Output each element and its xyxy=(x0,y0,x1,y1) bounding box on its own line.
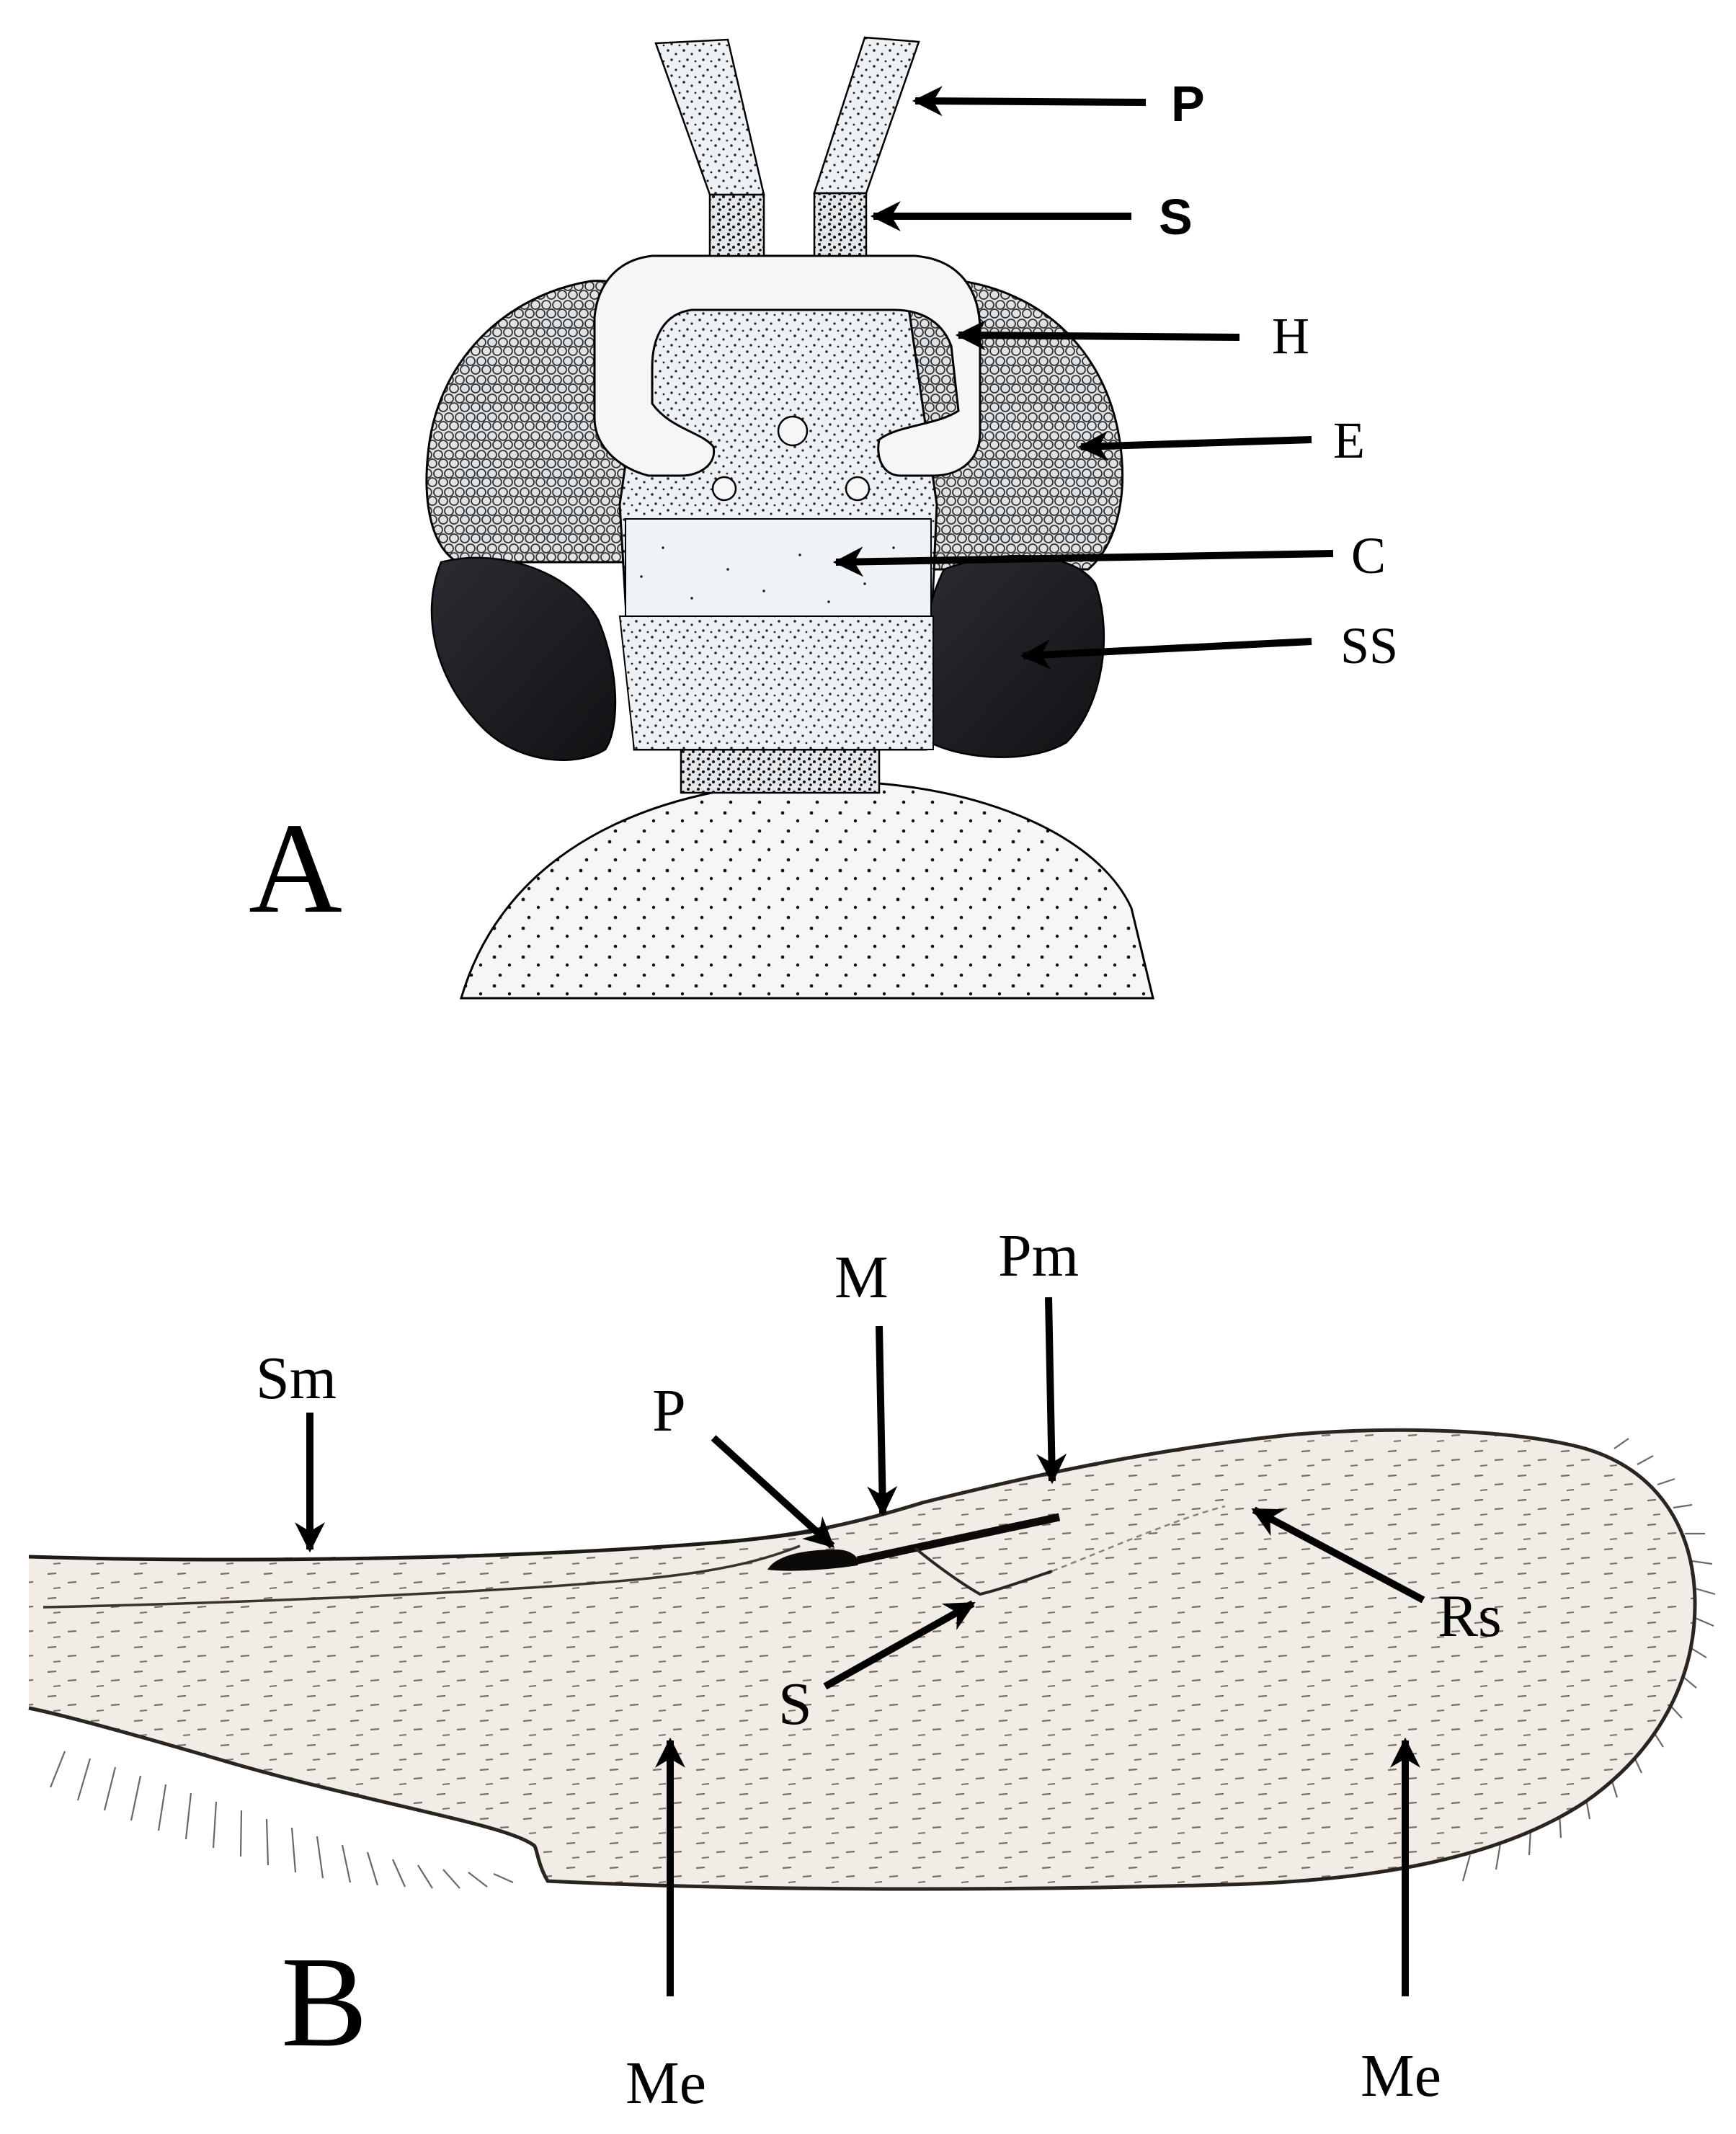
label-a-s: S xyxy=(1159,189,1193,245)
right-antenna-scape xyxy=(813,192,868,257)
label-a-ss: SS xyxy=(1340,617,1398,675)
neck-shape xyxy=(680,747,881,794)
label-b-m: M xyxy=(834,1244,889,1311)
label-a-p: P xyxy=(1171,76,1205,132)
submarginal-vein xyxy=(28,1526,829,1562)
wing-membrane xyxy=(29,1430,1696,1890)
right-ocellus xyxy=(845,476,871,502)
left-side-structure xyxy=(430,556,617,761)
label-a-c: C xyxy=(1351,527,1386,584)
arrow-b-s xyxy=(823,1600,976,1690)
panel-b-label: B xyxy=(281,1930,368,2073)
left-antenna-pedicel xyxy=(654,38,765,196)
arrow-b-rs xyxy=(1251,1506,1425,1604)
wing-margin xyxy=(28,1428,1697,1891)
radial-sector-trace xyxy=(1051,1505,1226,1573)
label-b-me-right: Me xyxy=(1361,2042,1441,2109)
arrow-a-c xyxy=(832,546,1334,577)
wing-posterior-fringe xyxy=(49,1751,514,1889)
panel-b-wing-illustration: Sm P M Pm Rs S Me Me B xyxy=(28,1222,1716,2117)
parastigma xyxy=(767,1550,859,1571)
panel-a-head-illustration: P S H E C SS A xyxy=(249,36,1398,1000)
arrow-a-p xyxy=(912,86,1147,117)
left-ocellus xyxy=(711,476,737,502)
h-shaped-ridge xyxy=(593,254,981,477)
arrow-a-h xyxy=(955,320,1240,351)
label-b-p: P xyxy=(652,1377,686,1444)
label-b-rs: Rs xyxy=(1438,1583,1502,1650)
clypeus-band xyxy=(625,518,932,617)
thorax-shape xyxy=(459,780,1154,1000)
label-b-me-left: Me xyxy=(626,2050,706,2117)
arrow-b-p xyxy=(711,1435,835,1549)
median-ocellus xyxy=(777,415,809,447)
marginal-vein xyxy=(856,1513,1061,1565)
right-antenna-pedicel xyxy=(813,36,920,195)
label-a-e: E xyxy=(1333,412,1365,469)
lower-head-band xyxy=(618,615,934,750)
arrow-b-pm xyxy=(1036,1297,1067,1485)
label-b-s: S xyxy=(778,1671,812,1738)
label-b-sm: Sm xyxy=(256,1345,337,1412)
label-a-h: H xyxy=(1272,307,1309,365)
submarginal-vein-inner xyxy=(43,1544,801,1609)
left-antenna-scape xyxy=(708,193,765,257)
arrow-b-m xyxy=(867,1325,898,1517)
panel-a-label: A xyxy=(249,796,342,940)
arrow-a-e xyxy=(1077,430,1312,461)
arrow-a-ss xyxy=(1020,638,1312,670)
stigmal-vein xyxy=(914,1547,1053,1596)
label-b-pm: Pm xyxy=(998,1222,1079,1289)
